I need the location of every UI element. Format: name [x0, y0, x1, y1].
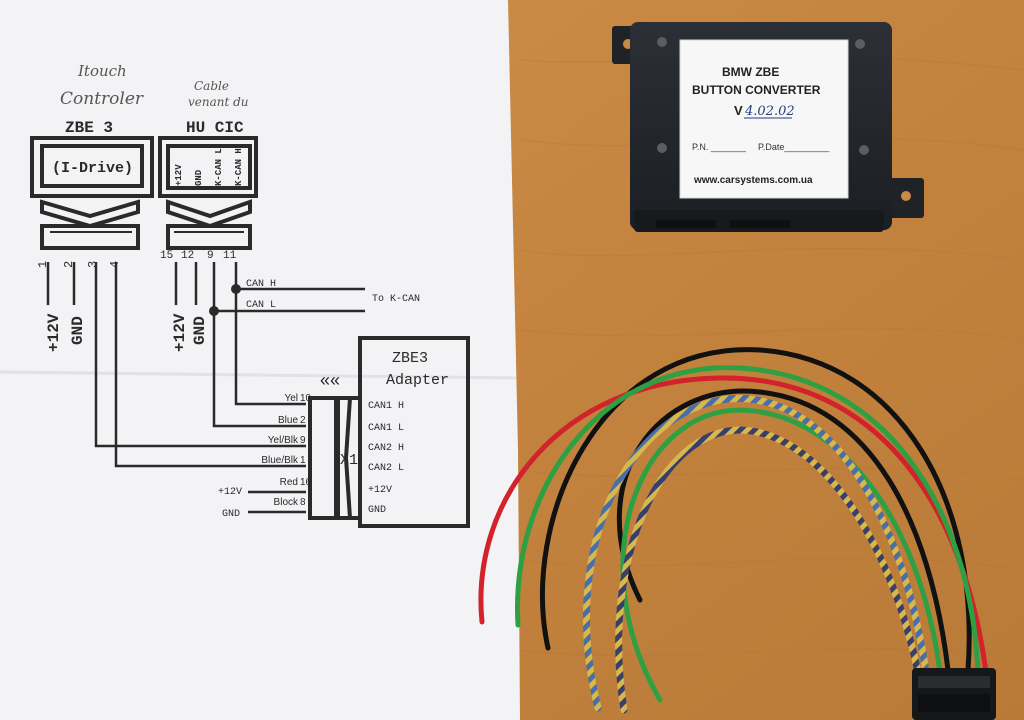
zbe3-gnd-label: GND — [69, 316, 87, 345]
note-left-2: Controler — [60, 89, 144, 109]
wire-black-inner — [616, 388, 951, 673]
power-labels: +12V GND +12V GND — [45, 313, 209, 352]
hu-cic-pin-signals: +12V GND K-CAN L K-CAN H — [174, 148, 244, 186]
wire-green-outer — [515, 365, 981, 675]
arrow-icon: «« — [320, 370, 340, 390]
adapter-signal-label: +12V — [368, 485, 392, 496]
can-l-label: CAN L — [246, 300, 276, 311]
note-left-1: Itouch — [77, 62, 127, 80]
zbe3-title: ZBE 3 — [65, 119, 113, 137]
schematic-wires — [46, 262, 365, 514]
hu-cic-connector: HU CIC — [158, 119, 258, 250]
wire-color-label: Block — [274, 497, 299, 508]
note-right-2: venant du — [188, 95, 249, 109]
left-12v-label: +12V — [218, 487, 242, 498]
paper-fold — [0, 370, 517, 380]
wire-pin-number: 10 — [300, 393, 312, 404]
wiring-harness — [478, 347, 989, 714]
adapter-title-1: ZBE3 — [392, 350, 428, 367]
hu-12v-label: +12V — [171, 313, 189, 352]
x1-connector — [308, 396, 358, 520]
wire-pin-number: 8 — [300, 497, 306, 508]
kcan-labels: CAN H CAN L To K-CAN — [246, 279, 420, 311]
wire-color-label: Red — [280, 477, 298, 488]
label-url: www.carsystems.com.ua — [693, 175, 813, 186]
zbe3-12v-label: +12V — [45, 313, 63, 352]
can-h-label: CAN H — [246, 279, 276, 290]
label-version: 4.02.02 — [744, 104, 795, 119]
wire-pin-number: 16 — [300, 477, 312, 488]
hu-cic-pins: 15 12 9 11 — [160, 250, 237, 262]
adapter-title-2: Adapter — [386, 372, 449, 389]
svg-text:1: 1 — [36, 261, 50, 268]
junction-can-h — [231, 284, 241, 294]
wire-red — [478, 375, 989, 675]
svg-text:2: 2 — [62, 261, 76, 268]
svg-text:GND: GND — [194, 169, 204, 186]
wire-pin-number: 9 — [300, 435, 306, 446]
adapter-signal-label: CAN1 L — [368, 423, 404, 434]
zbe3-adapter-box: ZBE3 Adapter «« — [320, 336, 470, 528]
adapter-signal-label: CAN2 H — [368, 443, 404, 454]
svg-text:9: 9 — [207, 250, 214, 262]
converter-label: BMW ZBE BUTTON CONVERTER V 4.02.02 P.N. … — [679, 39, 849, 199]
paper-sheet — [0, 0, 520, 720]
svg-text:K-CAN H: K-CAN H — [234, 148, 244, 186]
label-title: BMW ZBE — [722, 65, 779, 79]
label-subtitle: BUTTON CONVERTER — [692, 83, 821, 97]
to-kcan-label: To K-CAN — [372, 294, 420, 305]
zbe3-inner-label: (I-Drive) — [52, 160, 133, 177]
wire-pin-number: 1 — [300, 455, 306, 466]
adapter-signal-label: CAN2 L — [368, 463, 404, 474]
adapter-signal-label: CAN1 H — [368, 401, 404, 412]
svg-text:K-CAN L: K-CAN L — [214, 148, 224, 186]
wire-color-label: Blue/Blk — [261, 455, 299, 466]
wire-color-label: Blue — [278, 415, 298, 426]
svg-text:15: 15 — [160, 250, 173, 262]
x1-label: X1 — [340, 452, 358, 469]
wire-twisted-1 — [583, 395, 930, 712]
junction-can-l — [209, 306, 219, 316]
zbe3-connector: ZBE 3 (I-Drive) — [30, 119, 154, 250]
left-gnd-label: GND — [222, 509, 240, 520]
adapter-signal-label: GND — [368, 505, 386, 516]
wire-black-outer — [539, 347, 972, 673]
svg-text:11: 11 — [223, 250, 237, 262]
wire-pin-number: 2 — [300, 415, 306, 426]
note-right-1: Cable — [194, 79, 229, 93]
wire-color-label: Yel — [284, 393, 298, 404]
svg-text:12: 12 — [181, 250, 194, 262]
svg-text:+12V: +12V — [174, 164, 184, 186]
label-pdate: P.Date_________ — [758, 142, 830, 152]
svg-text:3: 3 — [86, 261, 100, 268]
wire-twisted-2 — [615, 426, 922, 714]
hu-cic-title: HU CIC — [186, 119, 244, 137]
label-version-prefix: V — [734, 103, 743, 118]
wire-color-label: Yel/Blk — [268, 435, 299, 446]
hu-gnd-label: GND — [191, 316, 209, 345]
harness-plug — [912, 668, 996, 720]
label-pn: P.N. _______ — [692, 142, 747, 152]
